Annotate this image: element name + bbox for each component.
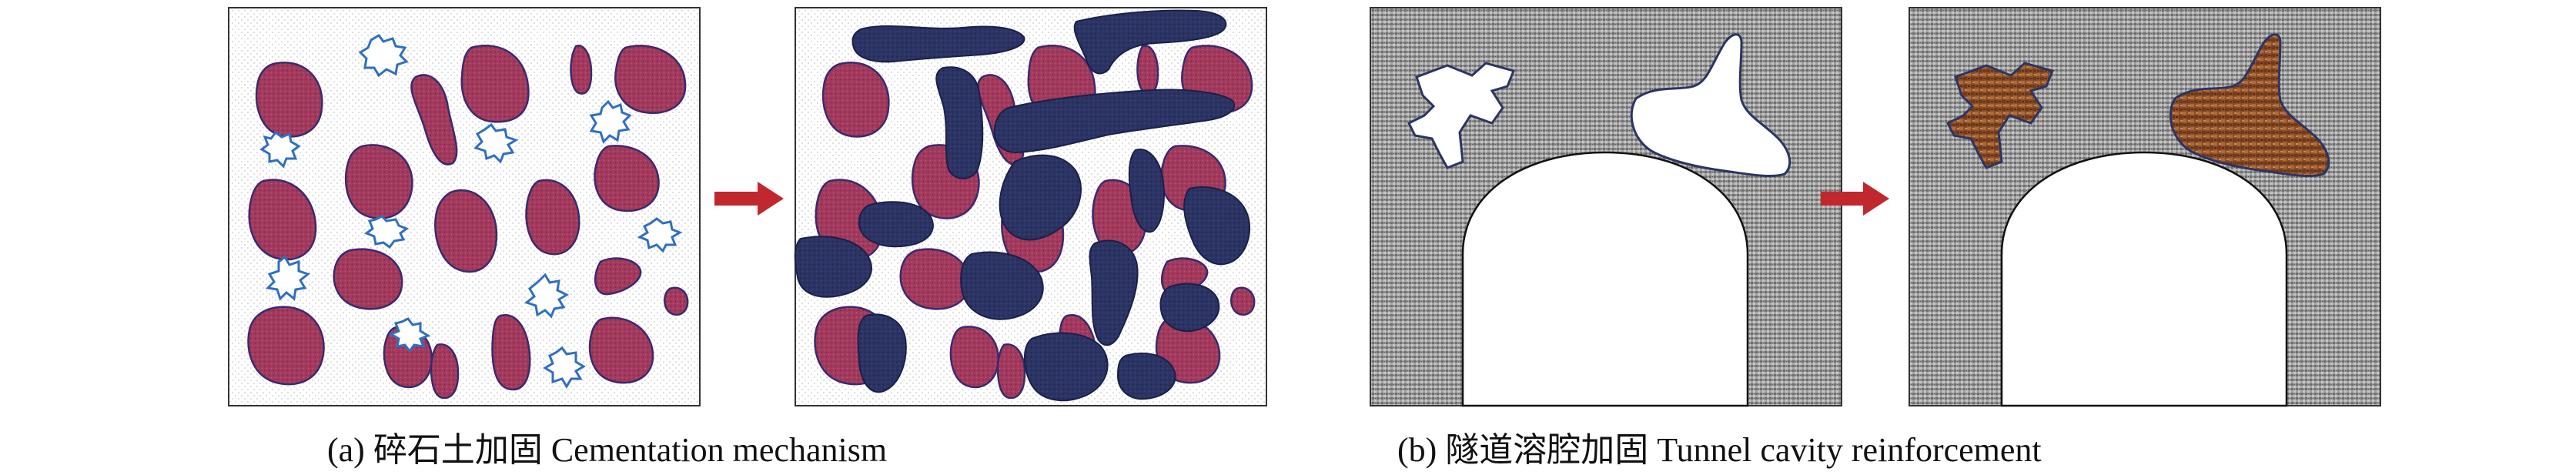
caption-b: (b) 隧道溶腔加固 Tunnel cavity reinforcement bbox=[1397, 431, 2042, 469]
cement-mass bbox=[1116, 353, 1176, 400]
void-icon bbox=[265, 255, 311, 301]
cement-mass bbox=[794, 236, 872, 298]
void-icon bbox=[388, 317, 431, 353]
cement-mass bbox=[1128, 149, 1165, 233]
cement-mass bbox=[935, 66, 984, 179]
void-icon bbox=[589, 99, 632, 144]
tunnel-arch bbox=[2000, 151, 2288, 407]
cavity bbox=[1407, 62, 1516, 169]
panel-a-before bbox=[228, 7, 701, 406]
panel-b-before bbox=[1370, 7, 1842, 407]
void-icon bbox=[363, 215, 410, 249]
panel-b-after bbox=[1909, 7, 2381, 407]
cement-mass bbox=[1183, 186, 1251, 266]
cement-group bbox=[794, 9, 1251, 402]
cement-mass bbox=[851, 25, 1025, 63]
void-icon bbox=[637, 217, 683, 253]
panel-a-after bbox=[794, 7, 1267, 406]
grouted-cavity bbox=[1945, 62, 2055, 169]
tunnel-arch bbox=[1461, 151, 1749, 407]
right-arrow-icon bbox=[714, 182, 784, 216]
cement-mass bbox=[960, 251, 1044, 320]
cement-mass bbox=[1073, 9, 1227, 75]
cement-mass bbox=[858, 201, 934, 248]
void-icon bbox=[524, 273, 570, 319]
cement-mass bbox=[1023, 332, 1109, 402]
void-icon bbox=[473, 122, 519, 164]
void-icon bbox=[543, 346, 586, 389]
cavity bbox=[1630, 33, 1791, 178]
right-arrow-icon bbox=[1821, 182, 1889, 216]
void-group bbox=[259, 34, 683, 389]
cement-mass bbox=[857, 313, 907, 393]
cement-mass bbox=[1159, 283, 1220, 333]
cement-mass bbox=[999, 154, 1082, 241]
void-icon bbox=[259, 130, 301, 169]
grouted-cavity bbox=[2169, 33, 2330, 178]
void-icon bbox=[358, 34, 409, 78]
cement-mass bbox=[1089, 239, 1139, 346]
caption-a: (a) 碎石土加固 Cementation mechanism bbox=[327, 431, 888, 469]
cement-mass bbox=[993, 89, 1236, 154]
